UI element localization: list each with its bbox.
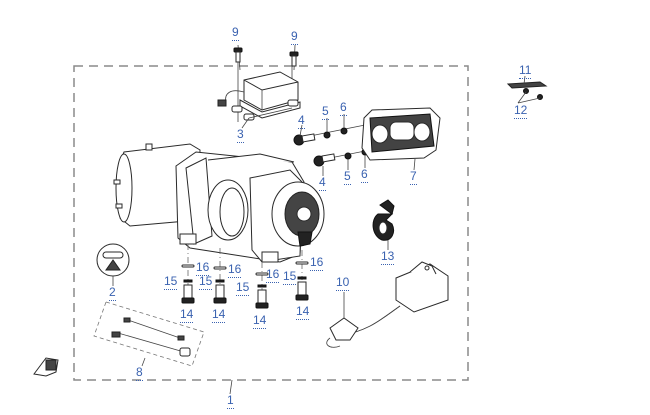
callout-16-a[interactable]: 16 — [196, 260, 210, 276]
callout-6-lower[interactable]: 6 — [361, 167, 368, 183]
callout-10[interactable]: 10 — [336, 275, 350, 291]
callout-5-lower[interactable]: 5 — [344, 169, 351, 185]
cable-kit-8[interactable] — [93, 301, 205, 367]
callout-3[interactable]: 3 — [237, 127, 244, 143]
callout-15-c[interactable]: 15 — [236, 280, 250, 296]
assembly-boundary — [73, 65, 469, 395]
callout-14-c[interactable]: 14 — [253, 313, 267, 329]
fastener-stack-3[interactable] — [255, 272, 269, 309]
winch-body[interactable] — [113, 143, 325, 298]
warning-label-2[interactable] — [96, 243, 130, 286]
callout-5-upper[interactable]: 5 — [322, 104, 329, 120]
callout-16-b[interactable]: 16 — [228, 262, 242, 278]
fastener-stack-4[interactable] — [295, 261, 309, 301]
callout-13[interactable]: 13 — [381, 249, 395, 265]
callout-15-d[interactable]: 15 — [283, 269, 297, 285]
callout-2[interactable]: 2 — [109, 285, 116, 301]
remote-control-10[interactable] — [326, 261, 449, 348]
callout-11[interactable]: 11 — [519, 63, 532, 79]
callout-4-upper[interactable]: 4 — [298, 113, 305, 129]
fastener-stack-2[interactable] — [213, 266, 227, 304]
callout-7[interactable]: 7 — [410, 169, 417, 185]
callout-1[interactable]: 1 — [227, 393, 234, 409]
callout-4-lower[interactable]: 4 — [319, 175, 326, 191]
hook-13[interactable] — [372, 199, 395, 250]
fastener-stack-1[interactable] — [181, 264, 195, 304]
callout-15-a[interactable]: 15 — [164, 274, 178, 290]
callout-16-d[interactable]: 16 — [310, 255, 324, 271]
callout-8[interactable]: 8 — [136, 365, 143, 381]
callout-14-b[interactable]: 14 — [212, 307, 226, 323]
hawse-fairlead-7[interactable] — [361, 107, 441, 171]
contactor-box-3[interactable] — [217, 71, 301, 129]
callout-14-d[interactable]: 14 — [296, 304, 310, 320]
callout-14-a[interactable]: 14 — [180, 307, 194, 323]
callout-16-c[interactable]: 16 — [266, 267, 280, 283]
bolt-set-upper[interactable] — [293, 114, 391, 146]
callout-9-left[interactable]: 9 — [232, 25, 239, 41]
bracket-11-12[interactable] — [506, 75, 548, 104]
callout-9-right[interactable]: 9 — [291, 29, 298, 45]
callout-6-upper[interactable]: 6 — [340, 100, 347, 116]
fid-tag-icon — [33, 357, 59, 377]
callout-15-b[interactable]: 15 — [199, 274, 213, 290]
callout-12[interactable]: 12 — [514, 103, 528, 119]
